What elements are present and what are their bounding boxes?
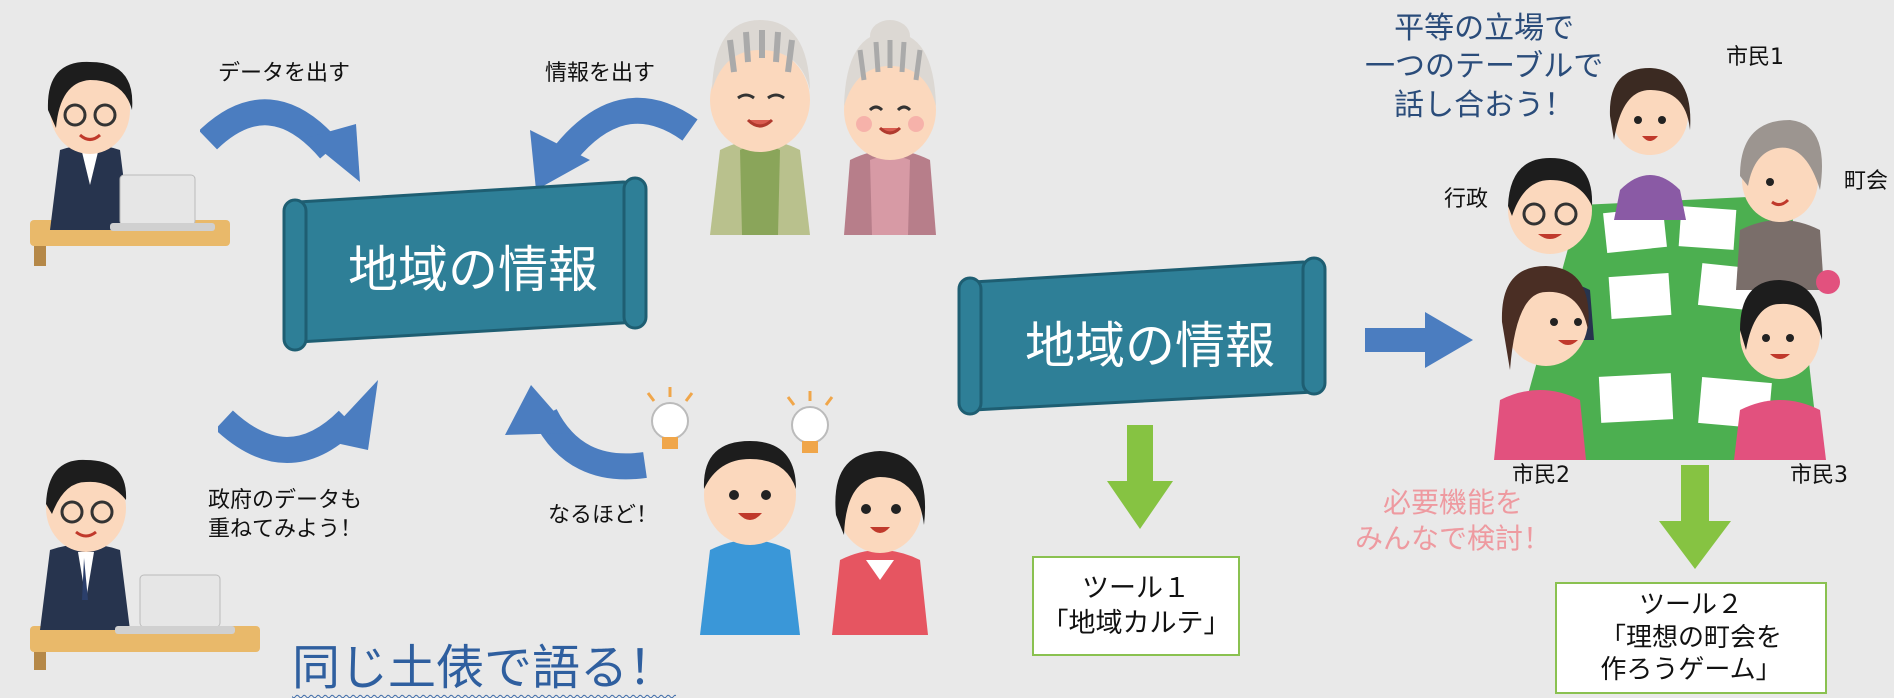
tool2-line1: ツール２	[1638, 590, 1743, 621]
tool1-line1: ツール１	[1082, 572, 1190, 604]
gov-data-label-line2: 重ねてみよう！	[208, 516, 363, 542]
tool2-box: ツール２ 「理想の町会を 作ろうゲーム」	[1555, 582, 1827, 694]
citizen3-label: 市民3	[1790, 463, 1848, 488]
tool1-line2: 「地域カルテ」	[1041, 608, 1231, 639]
equal-footing-note: 平等の立場で 一つのテーブルで 話し合おう！	[1365, 10, 1603, 125]
data-out-label: データを出す	[218, 61, 351, 86]
young-couple-lightbulb-illustration	[640, 385, 950, 635]
curved-arrow-data-out	[200, 99, 360, 182]
officer-with-laptop-top-illustration	[20, 40, 250, 270]
scroll-shape-middle	[957, 256, 1327, 416]
naruhodo-label: なるほど！	[548, 503, 659, 528]
gov-data-label-line1: 政府のデータも	[208, 488, 363, 513]
equal-note-line3: 話し合おう！	[1394, 87, 1575, 123]
curved-arrow-info-out	[530, 97, 698, 190]
meeting-table-illustration	[1490, 60, 1850, 460]
scroll-banner-middle: 地域の情報	[953, 252, 1331, 420]
down-arrow-tool2	[1659, 465, 1731, 569]
curved-arrow-gov-data	[218, 380, 378, 463]
admin-label: 行政	[1444, 187, 1489, 212]
info-out-label: 情報を出す	[545, 61, 656, 86]
town-label: 町会	[1844, 169, 1889, 194]
elderly-couple-illustration	[700, 10, 960, 235]
scroll-banner-left: 地域の情報	[278, 172, 653, 362]
equal-note-line1: 平等の立場で	[1394, 11, 1575, 46]
func-note-line2: みんなで検討！	[1355, 522, 1552, 556]
right-arrow	[1365, 312, 1473, 368]
officer-with-laptop-bottom-illustration	[20, 430, 260, 670]
scroll-left-title: 地域の情報	[348, 241, 598, 299]
tool2-line3: 作ろうゲーム」	[1600, 655, 1782, 686]
gov-data-label: 政府のデータも 重ねてみよう！	[208, 487, 362, 544]
scroll-middle-title: 地域の情報	[1025, 317, 1275, 375]
down-arrow-tool1	[1107, 425, 1173, 529]
curved-arrow-naruhodo	[505, 385, 647, 480]
equal-note-line2: 一つのテーブルで	[1365, 49, 1604, 85]
tool1-box: ツール１ 「地域カルテ」	[1032, 556, 1240, 656]
citizen2-label: 市民2	[1512, 463, 1570, 488]
slogan-text: 同じ土俵で語る！	[292, 640, 677, 696]
tool2-line2: 「理想の町会を	[1599, 622, 1782, 653]
scroll-shape-left	[282, 176, 648, 352]
citizen1-label: 市民1	[1726, 45, 1784, 70]
function-review-note: 必要機能を みんなで検討！	[1355, 485, 1551, 558]
func-note-line1: 必要機能を	[1383, 486, 1524, 519]
